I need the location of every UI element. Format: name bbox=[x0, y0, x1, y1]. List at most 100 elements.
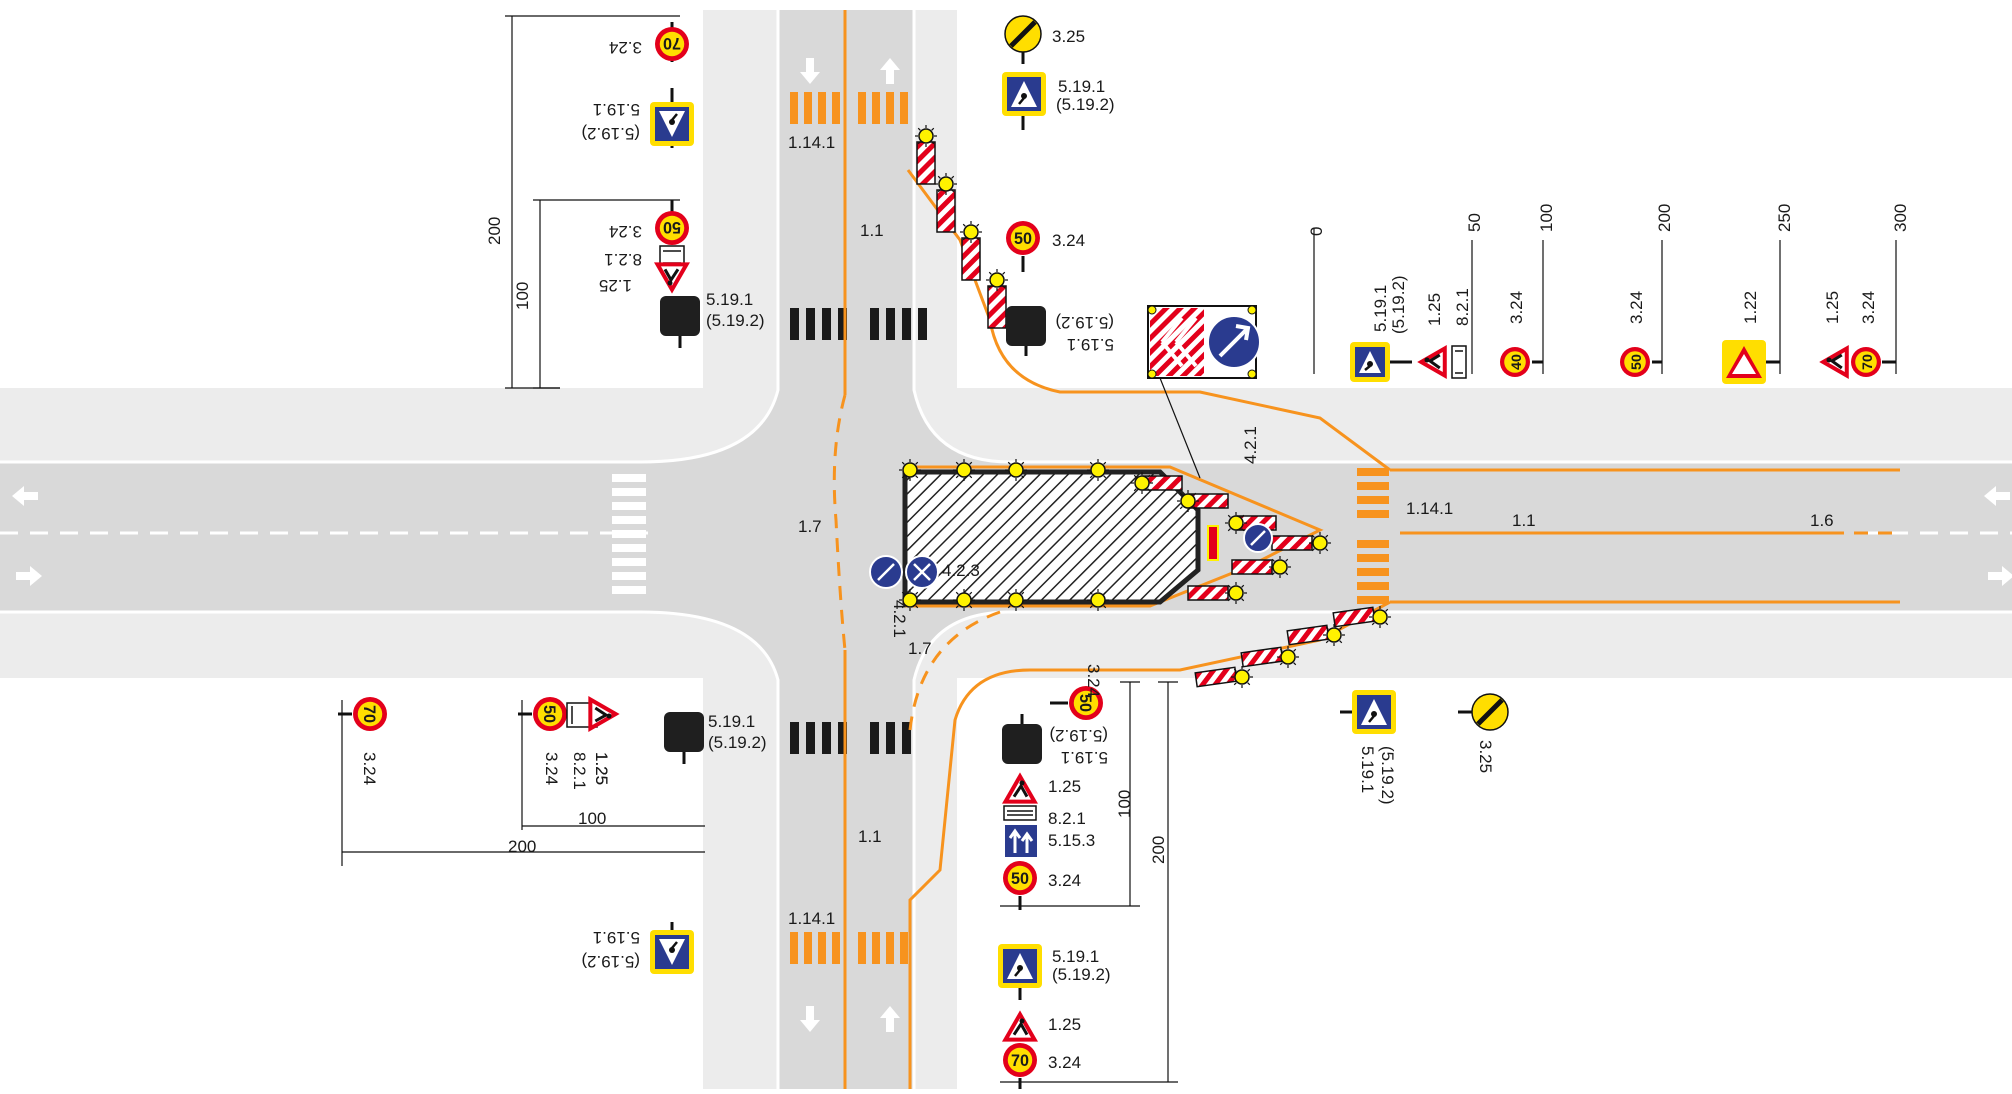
label-1-25: 1.25 bbox=[1425, 293, 1444, 326]
label-1-1: 1.1 bbox=[860, 221, 884, 240]
road-works-sign-icon bbox=[1819, 345, 1849, 379]
crosswalk-sign-back bbox=[660, 296, 700, 336]
label-3-25: 3.25 bbox=[1052, 27, 1085, 46]
label-4-2-3: 4.2.3 bbox=[942, 561, 980, 580]
plate-8-2-1 bbox=[1451, 345, 1467, 379]
label-5-19-2: (5.19.2) bbox=[581, 952, 640, 971]
speed-value: 70 bbox=[1860, 354, 1876, 370]
label-1-25: 1.25 bbox=[1048, 777, 1081, 796]
detour-sign-icon bbox=[905, 555, 939, 589]
speed-limit-icon: 70 bbox=[1851, 347, 1881, 377]
label-3-24: 3.24 bbox=[1048, 871, 1081, 890]
label-1-25: 1.25 bbox=[599, 276, 632, 295]
distance-250: 250 bbox=[1775, 204, 1794, 232]
speed-limit-icon: 70 bbox=[1003, 1043, 1037, 1077]
barrier-icon bbox=[916, 141, 936, 185]
crosswalk-sign-back bbox=[1002, 724, 1042, 764]
label-1-22: 1.22 bbox=[1741, 291, 1760, 324]
dimension-200: 200 bbox=[1149, 836, 1168, 864]
speed-value: 50 bbox=[663, 218, 681, 236]
label-5-19-2: (5.19.2) bbox=[706, 311, 765, 330]
warning-light-icon bbox=[953, 459, 975, 481]
barrier-icon bbox=[961, 237, 981, 281]
arrow-board-icon bbox=[1147, 305, 1261, 479]
label-5-19-1: 5.19.1 bbox=[593, 928, 640, 947]
warning-light-icon bbox=[915, 125, 937, 147]
warning-light-icon bbox=[1277, 646, 1299, 668]
labels-layer: 3.245.19.1(5.19.2)3.248.2.11.255.19.1(5.… bbox=[360, 27, 1910, 1072]
speed-limit-icon: 70 bbox=[655, 27, 689, 61]
crosswalk-sign-back bbox=[1006, 306, 1046, 346]
label-3-25: 3.25 bbox=[1476, 740, 1495, 773]
speed-limit-icon: 70 bbox=[353, 697, 387, 731]
label-1-6: 1.6 bbox=[1810, 511, 1834, 530]
speed-value: 50 bbox=[1014, 230, 1032, 248]
warning-light-icon bbox=[986, 269, 1008, 291]
crosswalk-north-dark bbox=[790, 308, 927, 340]
speed-limit-icon: 50 bbox=[1620, 347, 1650, 377]
arrow-right-icon bbox=[1988, 566, 2012, 586]
distance-0: 0 bbox=[1307, 227, 1326, 236]
warning-light-icon bbox=[953, 589, 975, 611]
label-8-2-1: 8.2.1 bbox=[1048, 809, 1086, 828]
barrier-icon bbox=[1187, 585, 1229, 601]
dimension-200: 200 bbox=[485, 217, 504, 245]
warning-light-icon bbox=[1087, 459, 1109, 481]
label-3-24: 3.24 bbox=[1627, 291, 1646, 324]
direction-arrows bbox=[12, 58, 2012, 1032]
barriers bbox=[916, 141, 1376, 688]
label-8-2-1: 8.2.1 bbox=[570, 752, 589, 790]
label-3-24: 3.24 bbox=[1048, 1053, 1081, 1072]
lane-direction-sign-icon bbox=[1003, 823, 1039, 859]
crosswalk-sign-icon bbox=[998, 944, 1042, 988]
label-1-7: 1.7 bbox=[798, 517, 822, 536]
label-3-24: 3.24 bbox=[1859, 291, 1878, 324]
crosswalk-south-dark bbox=[790, 722, 911, 754]
road-works-sign-icon bbox=[588, 696, 620, 732]
speed-limit-icon: 50 bbox=[1003, 861, 1037, 895]
label-5-19-2: (5.19.2) bbox=[1378, 746, 1397, 805]
warning-light-icon bbox=[1323, 624, 1345, 646]
dimension-100: 100 bbox=[513, 282, 532, 310]
label-1-25: 1.25 bbox=[592, 752, 611, 785]
road-works-sign-icon bbox=[1417, 345, 1447, 379]
barrier-icon bbox=[987, 285, 1007, 329]
label-8-2-1: 8.2.1 bbox=[604, 250, 642, 269]
label-5-19-1: 5.19.1 bbox=[593, 100, 640, 119]
warning-light-icon bbox=[935, 173, 957, 195]
warning-light-icon bbox=[1005, 589, 1027, 611]
label-5-19-2: (5.19.2) bbox=[1056, 95, 1115, 114]
arrow-up-icon bbox=[880, 58, 900, 84]
warning-light-icon bbox=[1225, 582, 1247, 604]
barrier-icon bbox=[936, 189, 956, 233]
speed-value: 50 bbox=[1076, 694, 1094, 712]
curbs bbox=[0, 10, 2012, 1089]
label-4-2-1: 4.2.1 bbox=[890, 600, 909, 638]
label-5-19-2: (5.19.2) bbox=[1389, 275, 1408, 334]
arrow-down-icon bbox=[800, 1006, 820, 1032]
speed-value: 50 bbox=[540, 705, 558, 723]
label-3-24: 3.24 bbox=[542, 752, 561, 785]
label-5-15-3: 5.15.3 bbox=[1048, 831, 1095, 850]
plate-8-2-1 bbox=[1003, 805, 1037, 821]
end-limit-icon bbox=[1471, 693, 1509, 731]
road-works-sign-icon bbox=[1002, 1010, 1038, 1042]
warning-light-icon bbox=[1225, 512, 1247, 534]
arrow-left-icon bbox=[12, 486, 38, 506]
speed-limit-icon: 50 bbox=[533, 697, 567, 731]
speed-value: 70 bbox=[360, 705, 378, 723]
label-3-24: 3.24 bbox=[1084, 664, 1103, 697]
crosswalk-west bbox=[612, 474, 646, 594]
label-1-14-1: 1.14.1 bbox=[788, 133, 835, 152]
speed-value: 70 bbox=[1011, 1052, 1029, 1070]
arrow-left-icon bbox=[1984, 486, 2010, 506]
work-zone bbox=[902, 469, 1201, 605]
road-works-sign-icon bbox=[654, 262, 690, 294]
label-1-14-1: 1.14.1 bbox=[788, 909, 835, 928]
speed-value: 50 bbox=[1011, 870, 1029, 888]
arrow-right-icon bbox=[16, 566, 42, 586]
distance-200: 200 bbox=[1655, 204, 1674, 232]
label-1-25: 1.25 bbox=[1823, 291, 1842, 324]
